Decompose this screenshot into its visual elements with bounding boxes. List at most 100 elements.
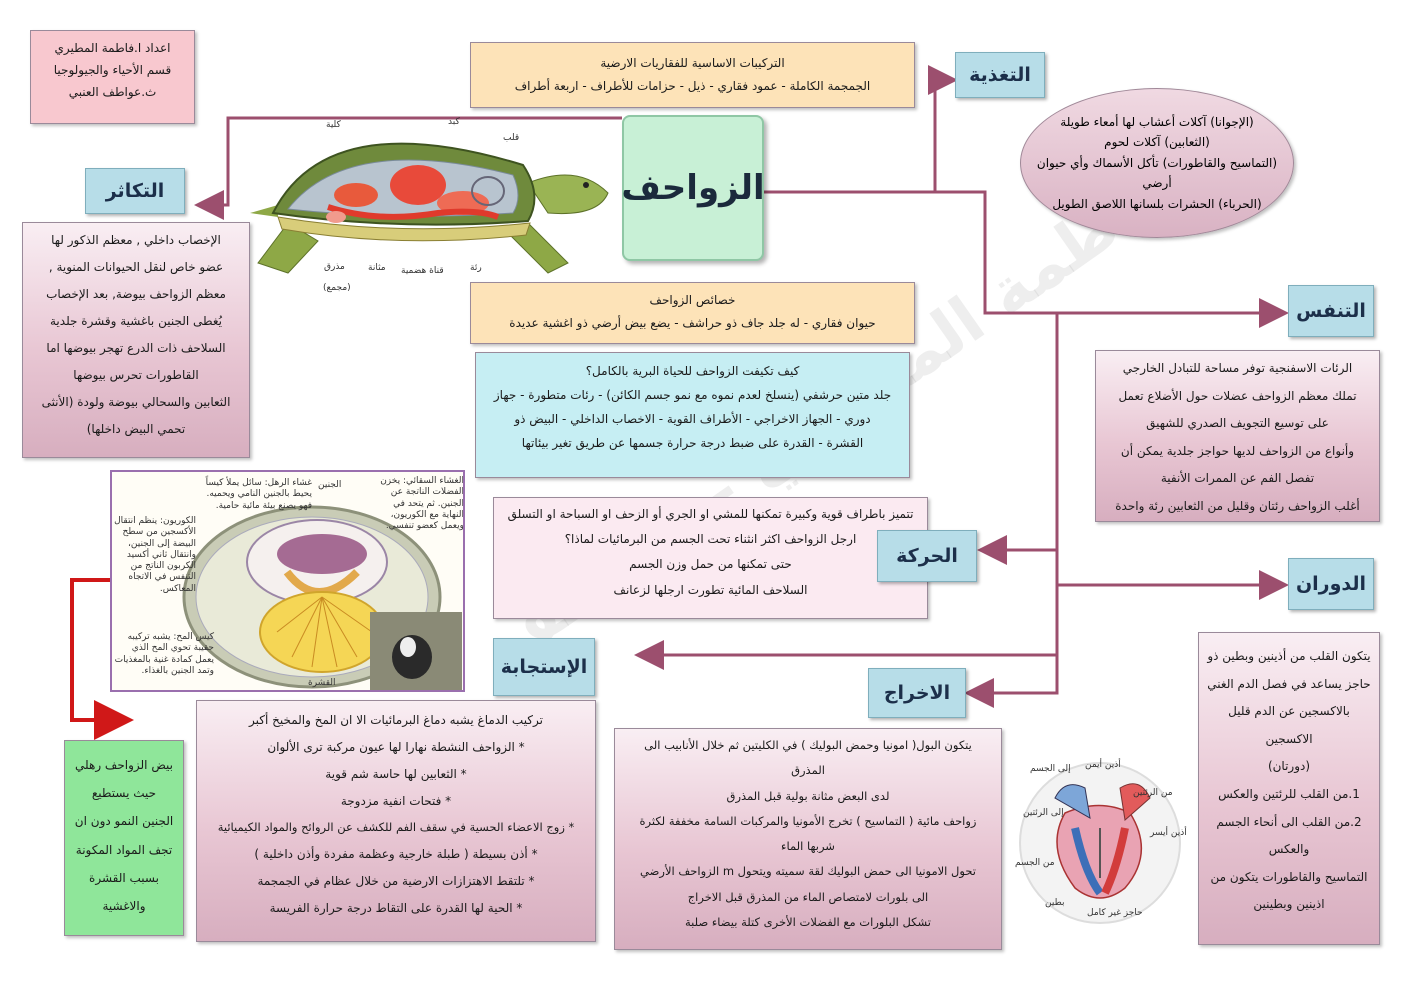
- author-name: اعداد ا.فاطمة المطيري: [54, 41, 171, 55]
- heart-label-to-body: إلى الجسم: [1030, 764, 1071, 774]
- turtle-label-liver: كبد: [448, 117, 460, 127]
- excretion-item: تشكل البلورات مع الفضلات الأخرى كتلة بيض…: [685, 915, 931, 930]
- response-item: * زوج الاعضاء الحسية في سقف الفم للكشف ع…: [217, 820, 575, 834]
- movement-item: ارجل الزواحف اكثر انثناء تحت الجسم من ال…: [564, 532, 857, 547]
- respiration-item: الرئات الاسفنجية توفر مساحة للتبادل الخا…: [1122, 361, 1353, 375]
- structures-items: الجمجمة الكاملة - عمود فقاري - ذيل - حزا…: [514, 78, 871, 93]
- adaptation-line-1: جلد متين حرشفي (ينسلخ لعدم نموه مع نمو ج…: [493, 388, 892, 402]
- respiration-item: وأنواع من الزواحف لديها حواجز جلدية يمكن…: [1120, 443, 1355, 458]
- egg-note-line: تجف المواد المكونة: [75, 842, 173, 857]
- section-title-response: الإستجابة: [493, 638, 595, 696]
- egg-label-amnion: غشاء الرهل: سائل يملأ كيساً يحيط بالجنين…: [205, 478, 312, 511]
- egg-label-embryo: الجنين: [318, 480, 342, 490]
- center-title: الزواحف: [621, 115, 765, 261]
- section-title-excretion: الاخراج: [868, 668, 966, 718]
- heart-label-ventricle: بطين: [1045, 898, 1065, 908]
- heart-label-left-atrium: أذين أيسر: [1150, 828, 1187, 838]
- egg-note-line: بيض الزواحف رهلي: [75, 758, 173, 772]
- excretion-item: شربها الماء: [781, 839, 835, 854]
- section-title-respiration: التنفس: [1288, 285, 1374, 337]
- circulation-box: يتكون القلب من أذينين وبطين ذو حاجز يساع…: [1198, 632, 1380, 945]
- circulation-item: (دورتان): [1267, 759, 1311, 774]
- heart-label-from-body: من الجسم: [1015, 858, 1055, 868]
- respiration-item: أغلب الزواحف رئتان وقليل من الثعابين رئة…: [1115, 498, 1360, 513]
- movement-item: السلاحف المائية تطورت ارجلها لزعانف: [613, 582, 808, 597]
- circulation-item: بالاكسجين عن الدم قليل: [1228, 704, 1350, 719]
- egg-label-allantois: الغشاء السقائي: يخزن الفضلات الناتجة عن …: [380, 476, 464, 531]
- amniotic-egg-diagram: الجنين غشاء الرهل: سائل يملأ كيساً يحيط …: [110, 470, 465, 692]
- heart-label-to-lungs: إلى الرئتين: [1023, 808, 1064, 818]
- excretion-item: المذرق: [791, 763, 825, 778]
- excretion-item: تحول الامونيا الى حمض البوليك لقة سميته …: [640, 864, 976, 879]
- egg-label-shell: القشرة: [308, 678, 336, 688]
- egg-note-line: والاغشية: [102, 898, 146, 913]
- characteristics-heading: خصائص الزواحف: [649, 293, 736, 307]
- excretion-item: الى بلورات لامتصاص الماء من المذرق قبل ا…: [687, 889, 929, 904]
- turtle-label-cloaca: مذرق: [324, 262, 345, 272]
- response-item: تركيب الدماغ يشبه دماغ البرمائيات الا ان…: [249, 713, 543, 727]
- characteristics-items: حيوان فقاري - له جلد جاف ذو حراشف - يضع …: [509, 316, 876, 331]
- reptile-heart-diagram: أذين أيمن إلى الجسم من الرئتين إلى الرئت…: [1005, 758, 1195, 933]
- circulation-item: اذينين وبطينين: [1253, 897, 1325, 912]
- adaptation-line-3: القشرة - القدرة على ضبط درجة حرارة جسمها…: [521, 436, 864, 450]
- adaptation-line-2: دوري - الجهاز الاخراجي - الأطراف القوية …: [514, 412, 871, 426]
- reproduction-item: السلاحف ذات الدرع تهجر بيوضها اما: [46, 341, 226, 355]
- egg-note-line: الجنين النمو دون ان: [74, 814, 174, 829]
- excretion-item: يتكون البول( امونيا وحمض البوليك ) في ال…: [644, 738, 972, 752]
- structures-heading: التركيبات الاساسية للفقاريات الارضية: [600, 56, 785, 70]
- turtle-label-kidney: كلية: [326, 120, 341, 130]
- heart-label-from-lungs: من الرئتين: [1133, 788, 1173, 798]
- nutrition-item: (الإجوانا) آكلات أعشاب لها أمعاء طويلة: [1060, 115, 1254, 130]
- author-department: قسم الأحياء والجيولوجيا: [53, 63, 172, 78]
- response-box: تركيب الدماغ يشبه دماغ البرمائيات الا ان…: [196, 700, 596, 942]
- response-item: * الثعابين لها حاسة شم قوية: [325, 767, 467, 781]
- egg-label-chorion: الكوريون: ينظم انتقال الأكسجين من سطح ال…: [114, 516, 196, 594]
- circulation-item: 1.من القلب للرئتين والعكس: [1218, 786, 1360, 801]
- turtle-label-digestive: قناة هضمية: [401, 266, 444, 276]
- respiration-item: تملك معظم الزواحف عضلات حول الأضلاع تعمل: [1118, 388, 1357, 403]
- excretion-box: يتكون البول( امونيا وحمض البوليك ) في ال…: [614, 728, 1002, 950]
- response-item: * الزواحف النشطة نهارا لها عيون مركبة تر…: [267, 740, 525, 754]
- circulation-item: التماسيح والقاطورات يتكون من: [1210, 869, 1368, 884]
- nutrition-ellipse: (الإجوانا) آكلات أعشاب لها أمعاء طويلة (…: [1020, 88, 1294, 238]
- turtle-label-cloaca-sub: (مجمع): [323, 283, 351, 293]
- respiration-item: تفصل الفم عن الممرات الأنفية: [1160, 471, 1315, 486]
- turtle-label-bladder: مثانة: [368, 263, 386, 273]
- author-school: ث.عواطف العنبي: [68, 85, 157, 100]
- movement-box: تتميز باطراف قوية وكبيرة تمكنها للمشي او…: [493, 497, 928, 619]
- egg-note-line: بسبب القشرة: [89, 870, 159, 885]
- movement-item: تتميز باطراف قوية وكبيرة تمكنها للمشي او…: [507, 507, 914, 521]
- circulation-item: الاكسجين: [1265, 731, 1313, 746]
- respiration-box: الرئات الاسفنجية توفر مساحة للتبادل الخا…: [1095, 350, 1380, 522]
- excretion-item: لدى البعض مثانة بولية قبل المذرق: [726, 788, 890, 803]
- egg-note-line: حيث يستطيع: [91, 786, 157, 801]
- excretion-item: زواحف مائية ( التماسيح ) تخرج الأمونيا و…: [639, 813, 977, 828]
- reproduction-box: الإخصاب داخلي , معظم الذكور لها عضو خاص …: [22, 222, 250, 458]
- section-title-nutrition: التغذية: [955, 52, 1045, 98]
- response-item: * فتحات انفية مزدوجة: [340, 794, 452, 808]
- respiration-item: على توسيع التجويف الصدري للشهيق: [1146, 416, 1329, 431]
- heart-label-septum: حاجز غير كامل: [1087, 908, 1143, 918]
- reproduction-item: يُغطى الجنين باغشية وقشرة جلدية: [50, 314, 222, 328]
- circulation-item: 2.من القلب الى أنحاء الجسم: [1216, 814, 1362, 829]
- turtle-anatomy-illustration: كلية كبد قلب مذرق (مجمع) مثانة قناة هضمي…: [248, 113, 620, 295]
- reproduction-item: تحمي البيض داخلها): [86, 422, 186, 436]
- reproduction-item: عضو خاص لنقل الحيوانات المنوية ,: [48, 260, 224, 274]
- movement-item: حتى تمكنها من حمل وزن الجسم: [629, 557, 792, 572]
- circulation-item: والعكس: [1268, 842, 1310, 857]
- circulation-item: يتكون القلب من أذينين وبطين ذو: [1207, 649, 1371, 663]
- reproduction-item: الإخصاب داخلي , معظم الذكور لها: [51, 233, 221, 247]
- section-title-reproduction: التكاثر: [85, 168, 185, 214]
- reproduction-item: القاطورات تحرس بيوضها: [73, 368, 199, 382]
- section-title-movement: الحركة: [877, 530, 977, 582]
- author-box: اعداد ا.فاطمة المطيري قسم الأحياء والجيو…: [30, 30, 195, 124]
- nutrition-item: (الحرباء) الحشرات بلسانها اللاصق الطويل: [1052, 196, 1262, 211]
- turtle-label-lung: رئة: [470, 263, 482, 273]
- characteristics-box: خصائص الزواحف حيوان فقاري - له جلد جاف ذ…: [470, 282, 915, 344]
- egg-note-box: بيض الزواحف رهلي حيث يستطيع الجنين النمو…: [64, 740, 184, 936]
- response-item: * الحية لها القدرة على التقاط درجة حرارة…: [269, 900, 523, 915]
- nutrition-item: (الثعابين) آكلات لحوم: [1104, 135, 1210, 150]
- reproduction-item: معظم الزواحف بيوضة, بعد الإخصاب: [46, 287, 226, 301]
- egg-label-yolk: كيس المح: يشبه تركيبه حقيبة تحوي المح ال…: [114, 632, 214, 676]
